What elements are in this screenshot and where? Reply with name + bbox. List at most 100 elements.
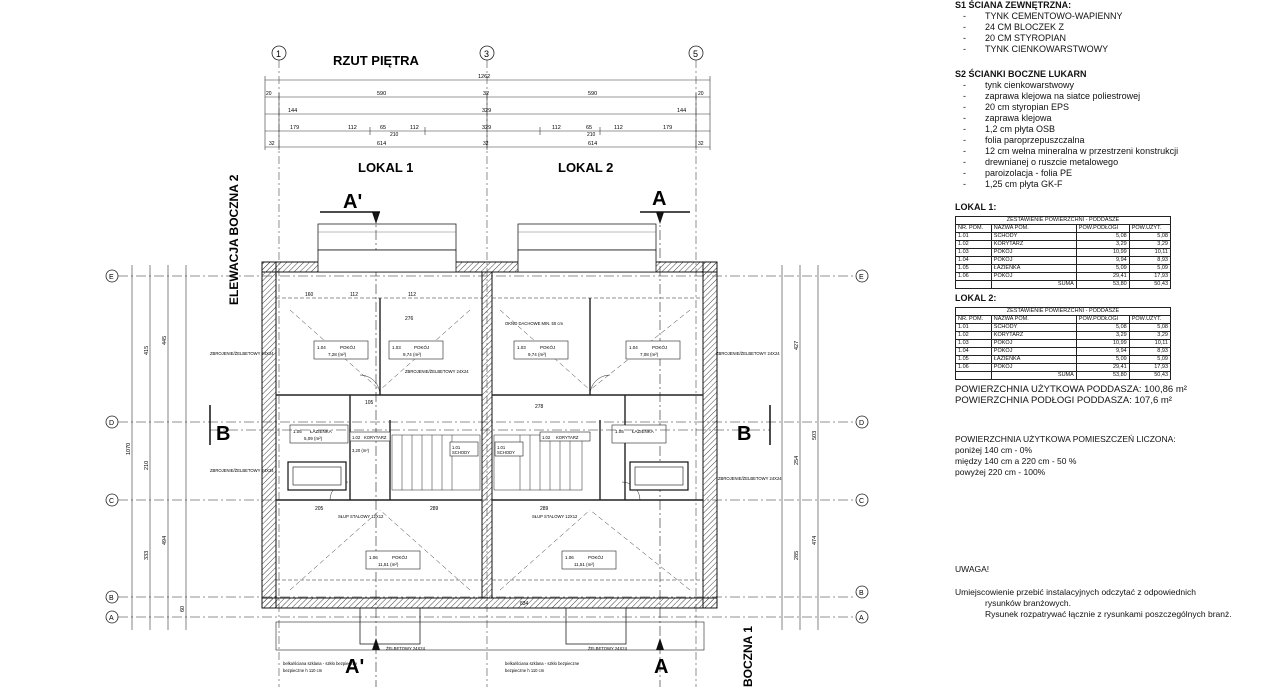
uwaga-line: rysunków branżowych.: [985, 598, 1071, 608]
room-korytarz-left-area: 3,20 (m²): [352, 448, 370, 453]
dim-total: 1262: [478, 74, 490, 80]
axis-label-5: 5: [693, 49, 698, 59]
section-a-bottom: A: [654, 656, 668, 678]
note-zbrojenie-right-2: ZBROJENIE/ŻELBETOWY 24X24: [718, 476, 782, 481]
dim-144-left: 144: [288, 108, 297, 114]
dim-112-d: 112: [614, 125, 623, 131]
dim-32-l: 32: [269, 141, 275, 147]
note-slup-right: SŁUP STALOWY 12X12: [532, 514, 578, 519]
lokal-2-label: LOKAL 2: [558, 160, 613, 175]
dim-590-left: 590: [377, 91, 386, 97]
dim-210-a: 210: [390, 132, 399, 138]
dim-144-right: 144: [677, 108, 686, 114]
axis-c-left: C: [109, 498, 114, 505]
note-belka-right: belka/ściana szklana - szkło bezpieczne: [505, 661, 580, 666]
idim-160: 160: [305, 292, 314, 298]
specification-panel: S1 ŚCIANA ZEWNĘTRZNA: TYNK CEMENTOWO-WAP…: [955, 0, 1275, 620]
idim-289-a: 289: [430, 506, 439, 512]
s1-item: TYNK CEMENTOWO-WAPIENNY: [955, 11, 1275, 22]
note-belka-left: belka/ściana szklana - szkło bezpieczne: [283, 661, 358, 666]
area-table-lokal2: ZESTAWIENIE POWIERZCHNI - PODDASZE NR. P…: [955, 307, 1172, 380]
s2-title: S2 ŚCIANKI BOCZNE LUKARN: [955, 69, 1087, 79]
s2-item: 20 cm styropian EPS: [955, 102, 1275, 113]
floor-plan-drawing: RZUT PIĘTRA 1 3 5 1262 590 32 590 20 20 …: [105, 45, 869, 687]
dim-614-left: 614: [377, 141, 386, 147]
section-b-right: B: [737, 423, 751, 445]
uwaga-line: Rysunek rozpatrywać łącznie z rysunkami …: [985, 609, 1232, 619]
s2-item: 1,25 cm płyta GK-F: [955, 179, 1275, 190]
table-caption: ZESTAWIENIE POWIERZCHNI - PODDASZE: [955, 307, 1171, 316]
axis-d-right: D: [859, 420, 864, 427]
pow-podlogi: POWIERZCHNIA PODŁOGI PODDASZA: 107,6 m²: [955, 395, 1172, 406]
table-header: POW.PODŁOGI: [1075, 315, 1130, 324]
s2-item: zaprawa klejowa: [955, 113, 1275, 124]
s1-title: S1 ŚCIANA ZEWNĘTRZNA:: [955, 0, 1072, 10]
dimension-chains-top: [264, 76, 711, 150]
note-zel-right: ŻELBETOWY 24X24: [588, 646, 628, 651]
table-header: POW.UŻYT.: [1128, 315, 1172, 324]
vdim-333: 333: [144, 551, 150, 560]
table-header: NAZWA POM.: [990, 224, 1077, 233]
dim-65-a: 65: [380, 125, 386, 131]
axis-a-right: A: [859, 615, 864, 622]
table-header: POW.PODŁOGI: [1075, 224, 1130, 233]
room-label-boxes: [289, 340, 681, 570]
note-okno: OKNO DACHOWE MIN. 50 cm: [505, 321, 563, 326]
note-zbrojenie-right: ZBROJENIE/ŻELBETOWY 24X24: [716, 351, 780, 356]
dim-112-b: 112: [410, 125, 419, 131]
area-table-lokal1: ZESTAWIENIE POWIERZCHNI - PODDASZE NR. P…: [955, 216, 1172, 289]
dim-329-b: 329: [482, 125, 491, 131]
section-a-prime-top: A': [343, 191, 362, 213]
dormer-right-bottom: [565, 607, 627, 645]
dim-20-b: 20: [698, 91, 704, 97]
s2-item: tynk cienkowarstwowy: [955, 80, 1275, 91]
uwaga-line: Umiejscowienie przebić instalacyjnych od…: [955, 587, 1196, 597]
table-caption: ZESTAWIENIE POWIERZCHNI - PODDASZE: [955, 216, 1171, 225]
note-zbrojenie-left-2: ZBROJENIE/ŻELBETOWY 24X24: [210, 468, 274, 473]
lokal2-title: LOKAL 2:: [955, 293, 997, 303]
axis-b-left: B: [109, 595, 114, 602]
uwaga-title: UWAGA!: [955, 564, 990, 574]
section-arrow-bottom-left: [372, 638, 380, 650]
vdim-r-474: 474: [812, 536, 818, 545]
elevation-left-label: ELEWACJA BOCZNA 2: [227, 174, 241, 305]
vdim-r-254: 254: [794, 456, 800, 465]
dim-590-right: 590: [588, 91, 597, 97]
dim-210-b: 210: [587, 132, 596, 138]
axis-label-1: 1: [276, 49, 281, 59]
liczona-title: POWIERZCHNIA UŻYTKOWA POMIESZCZEŃ LICZON…: [955, 434, 1176, 444]
note-zbrojenie-left: ZBROJENIE/ŻELBETOWY 24X24: [210, 351, 274, 356]
s2-item-continued: drewnianej o ruszcie metalowego: [955, 157, 1275, 168]
dim-20-a: 20: [266, 91, 272, 97]
idim-112-b: 112: [408, 292, 416, 298]
balcony-frame: [275, 621, 705, 651]
dim-179-right: 179: [663, 125, 672, 131]
table-header: NR. POM.: [955, 315, 992, 324]
liczona-item: poniżej 140 cm - 0%: [955, 445, 1033, 455]
s1-item: 20 CM STYROPIAN: [955, 33, 1275, 44]
lokal-1-label: LOKAL 1: [358, 160, 413, 175]
note-zbrojenie-mid: ZBROJENIE/ŻELBETOWY 24X24: [405, 369, 469, 374]
vdim-r-427: 427: [794, 341, 800, 350]
liczona-item: między 140 cm a 220 cm - 50 %: [955, 456, 1077, 466]
vdim-415: 415: [144, 346, 150, 355]
dormer-right-top: [517, 223, 657, 251]
dim-112-a: 112: [348, 125, 357, 131]
idim-112-a: 112: [350, 292, 358, 298]
vdim-r-503: 503: [812, 431, 818, 440]
s1-item: TYNK CIENKOWARSTWOWY: [955, 44, 1275, 55]
idim-278: 278: [535, 404, 544, 410]
